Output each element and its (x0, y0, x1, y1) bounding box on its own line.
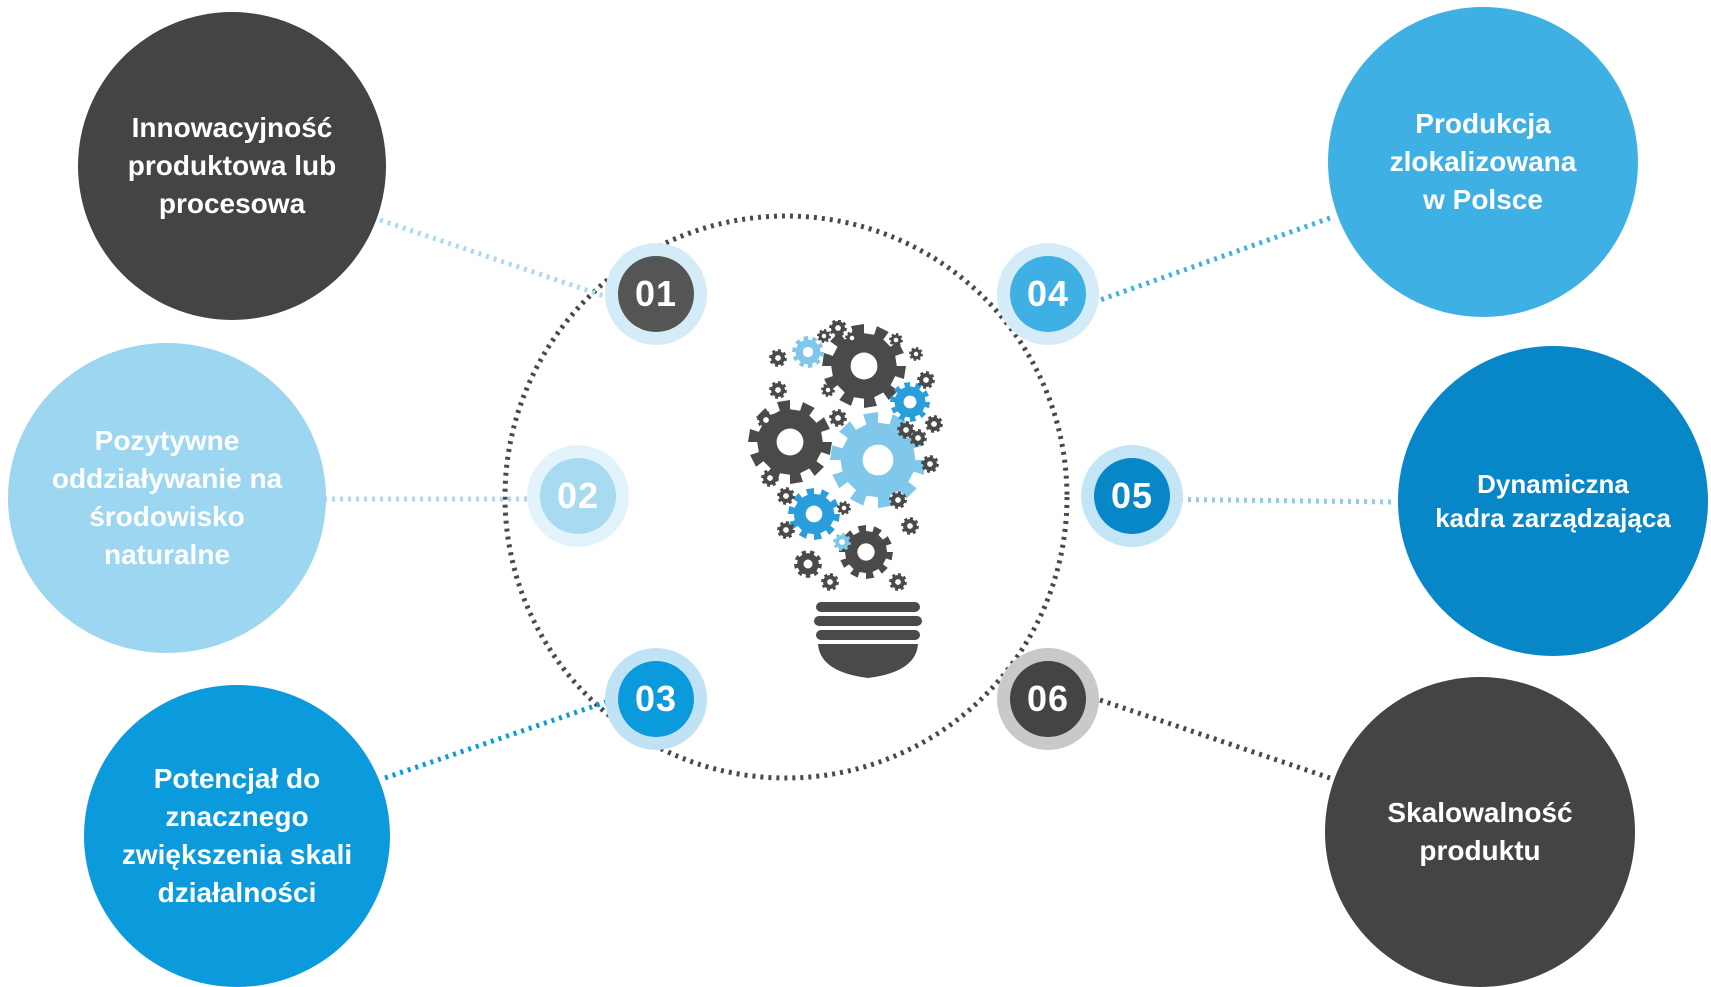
gear-hole (903, 427, 909, 433)
gear-hole (825, 387, 831, 393)
item-label-01: Innowacyjność produktowa lub procesowa (127, 112, 337, 219)
item-circle-06: Skalowalność produktu (1325, 677, 1635, 987)
gear-hole (893, 337, 899, 343)
badge-04: 04 (997, 243, 1099, 345)
badge-02: 02 (527, 445, 629, 547)
badge-number-05: 05 (1110, 475, 1154, 516)
item-circle-03: Potencjał do znacznego zwiększenia skali… (84, 685, 390, 987)
connector-line-06 (1099, 697, 1331, 781)
gear-hole (803, 559, 813, 569)
gear-hole (895, 579, 901, 585)
badge-number-01: 01 (634, 273, 678, 314)
gear-hole (821, 333, 827, 339)
badge-01: 01 (605, 243, 707, 345)
item-circle-01: Innowacyjność produktowa lub procesowa (78, 12, 386, 320)
badge-number-03: 03 (634, 678, 678, 719)
connector-line-03 (384, 697, 613, 781)
item-circle-02: Pozytywne oddziaływanie na środowisko na… (8, 343, 326, 653)
gear-hole (862, 444, 894, 476)
badge-03: 03 (605, 648, 707, 750)
item-circle-05: Dynamiczna kadra zarządzająca (1398, 346, 1708, 656)
central-ring (502, 213, 1070, 781)
item-label-05: Dynamiczna kadra zarządzająca (1435, 469, 1671, 533)
badge-number-02: 02 (556, 475, 600, 516)
gear-hole (775, 355, 781, 361)
gear-hole (907, 523, 913, 529)
gear-hole (827, 579, 833, 585)
gear-hole (927, 461, 933, 467)
item-label-04: Produkcja zlokalizowana w Polsce (1389, 108, 1577, 215)
lightbulb-with-gears-icon (748, 320, 943, 678)
badge-05: 05 (1081, 445, 1183, 547)
gear-hole (776, 428, 804, 456)
gear-hole (775, 387, 781, 393)
gear-hole (805, 505, 823, 523)
gear-hole (783, 493, 789, 499)
badge-06: 06 (997, 648, 1099, 750)
gear-hole (857, 543, 875, 561)
gear-hole (913, 351, 919, 357)
connector-line-04 (1099, 215, 1331, 303)
badge-number-06: 06 (1026, 678, 1070, 719)
gear-hole (895, 497, 901, 503)
badge-number-04: 04 (1026, 273, 1070, 314)
gear-hole (915, 435, 921, 441)
gear-hole (903, 395, 917, 409)
item-label-03: Potencjał do znacznego zwiększenia skali… (121, 763, 353, 908)
item-circle-04: Produkcja zlokalizowana w Polsce (1328, 7, 1638, 317)
gear-hole (850, 352, 878, 380)
gear-hole (835, 415, 841, 421)
gear-hole (835, 325, 841, 331)
gear-hole (839, 539, 845, 545)
item-label-02: Pozytywne oddziaływanie na środowisko na… (51, 425, 283, 570)
connector-line-01 (379, 217, 617, 303)
item-label-06: Skalowalność produktu (1387, 797, 1573, 866)
gear-hole (923, 377, 929, 383)
gear-hole (802, 346, 814, 358)
gear-hole (841, 505, 847, 511)
gear-hole (783, 527, 789, 533)
gear-hole (931, 421, 937, 427)
bulb-base (814, 602, 922, 678)
gear-hole (849, 335, 855, 341)
gear-hole (763, 417, 769, 423)
gear-hole (767, 475, 773, 481)
